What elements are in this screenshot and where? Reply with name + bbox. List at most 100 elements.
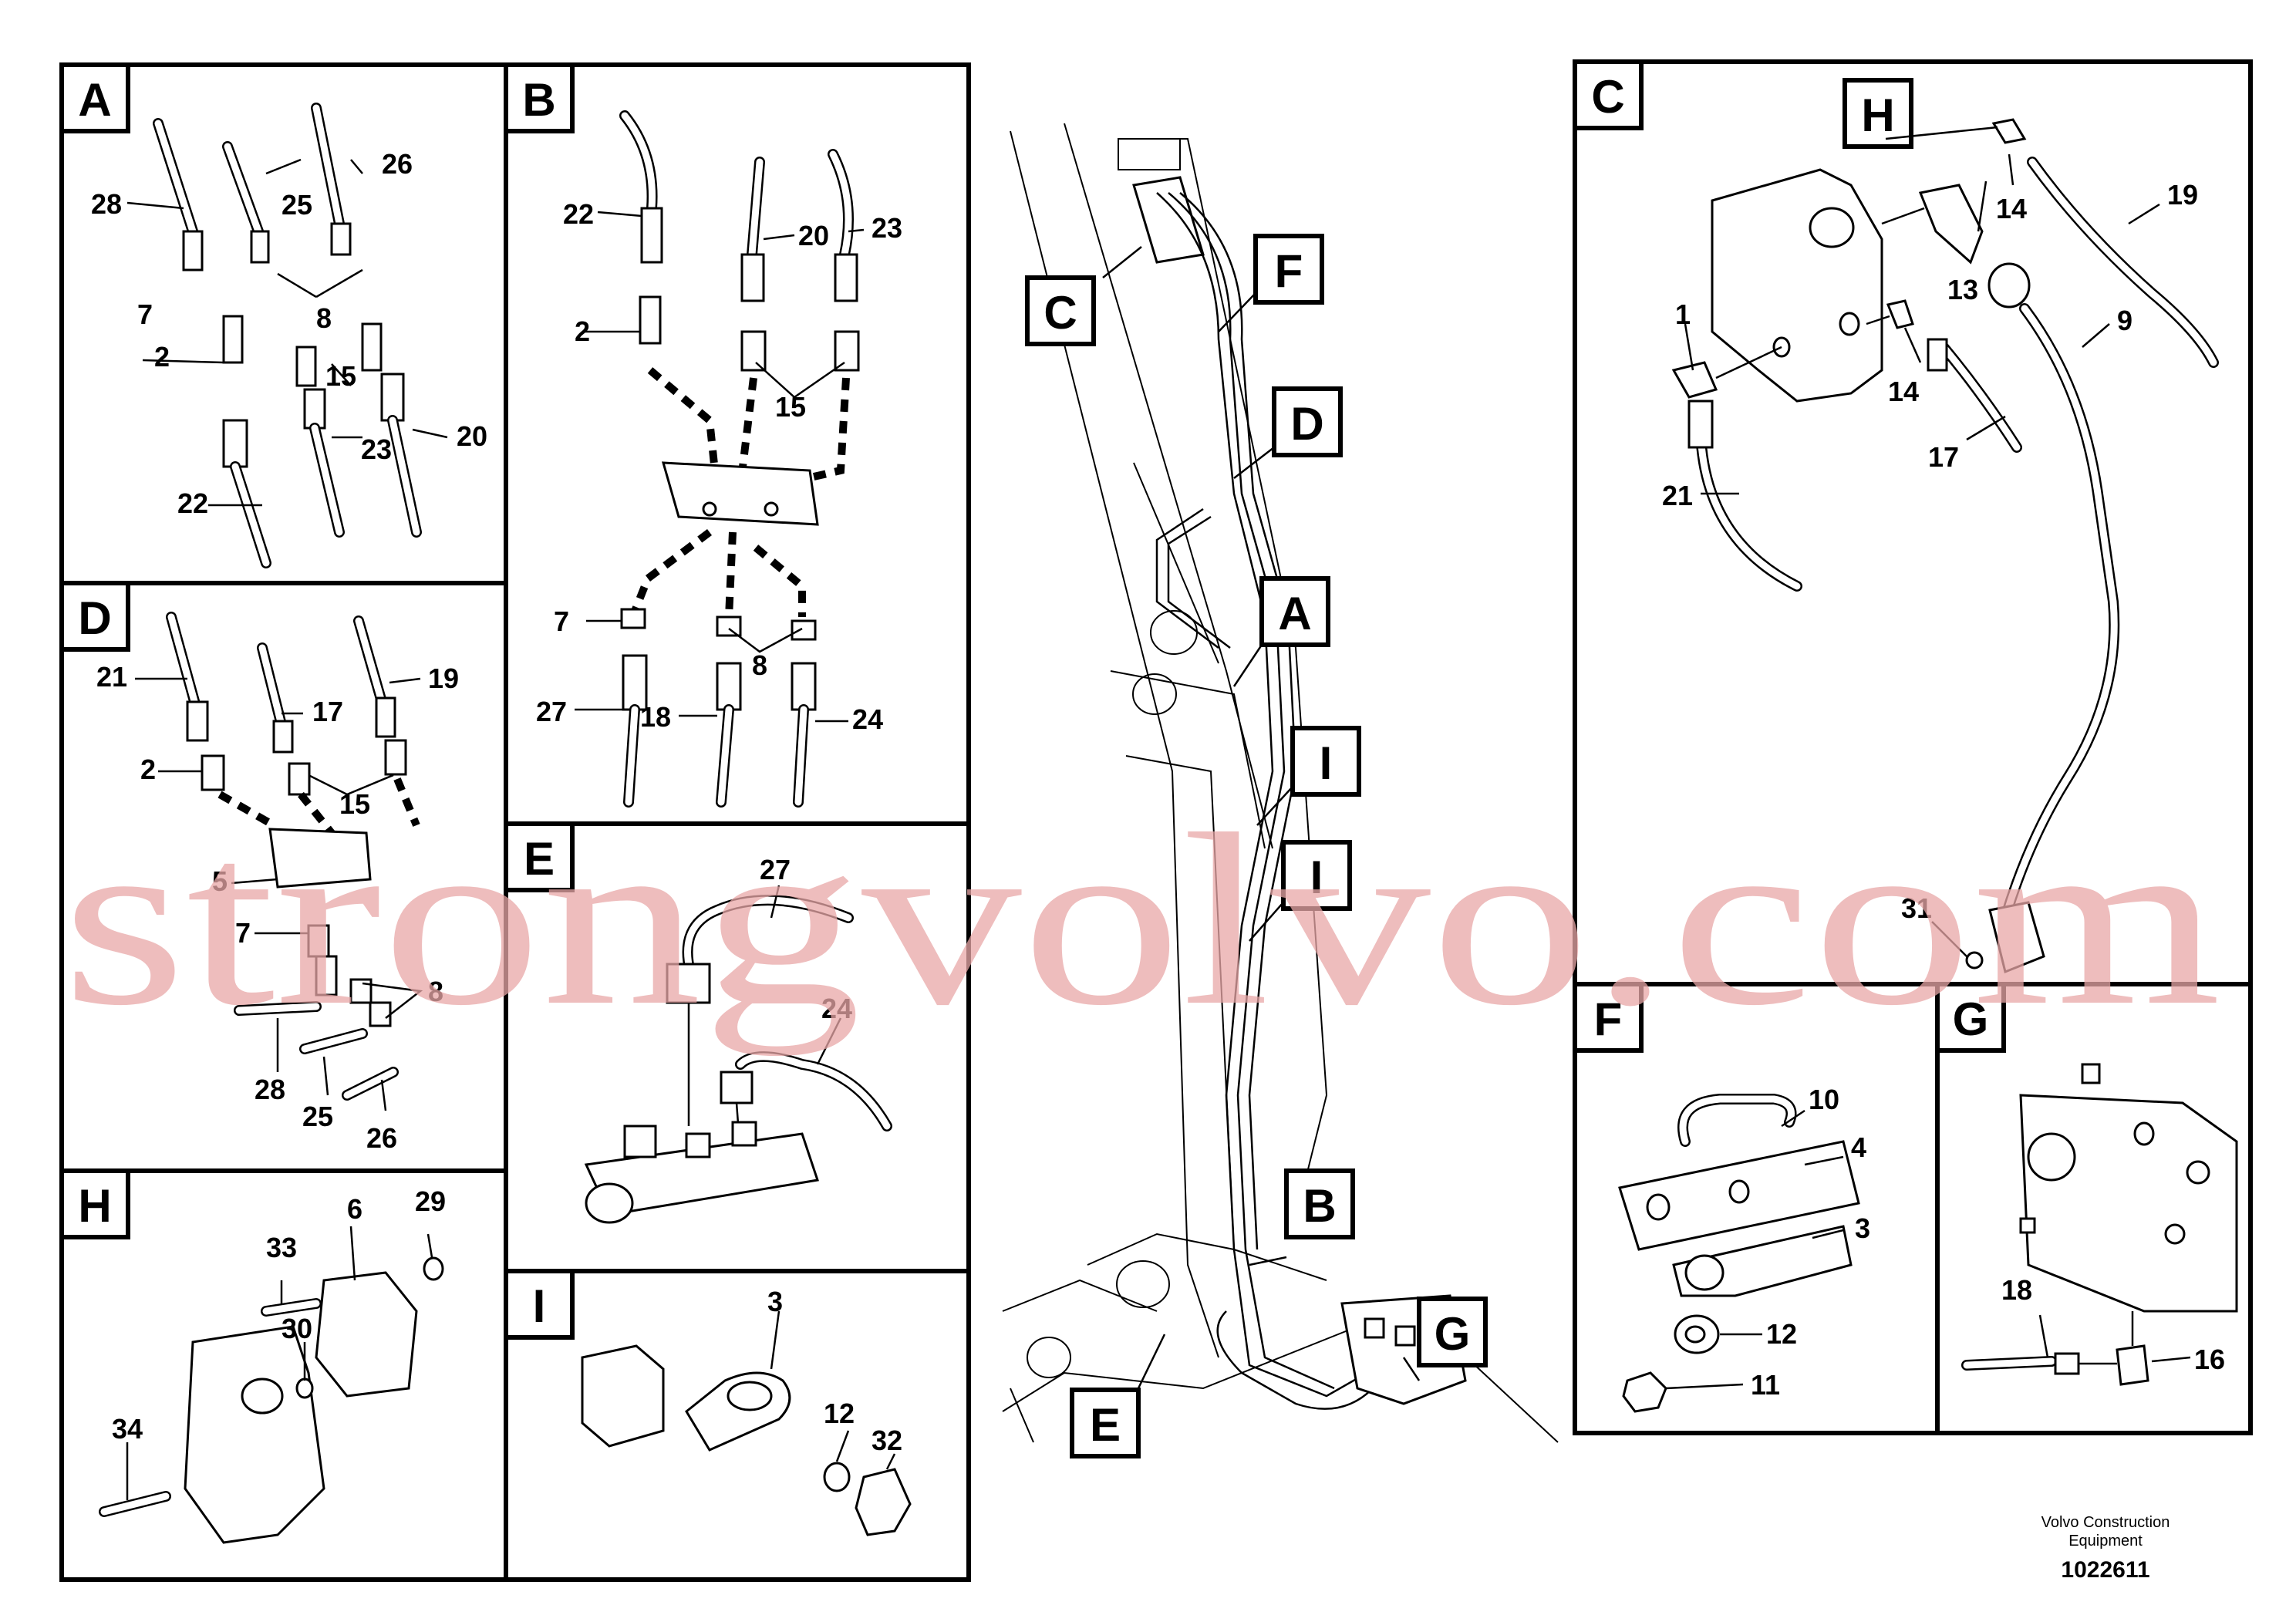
callout-f-letter: F (1275, 245, 1303, 297)
panel-c-tag (1573, 59, 1644, 130)
panel-i: I 3 12 32 (504, 1269, 971, 1582)
label-c-13: 13 (1947, 274, 1978, 305)
callout-i-upper (1290, 726, 1361, 797)
label-d-2: 2 (140, 754, 156, 785)
panel-h: H 6 29 33 30 34 (59, 1168, 508, 1582)
label-a-15: 15 (325, 360, 356, 392)
callout-f (1253, 234, 1324, 305)
panel-c-letter: C (1591, 71, 1624, 123)
callout-d-letter: D (1290, 398, 1323, 450)
panel-b-letter: B (522, 74, 555, 126)
panel-b: B 22 20 (504, 62, 971, 826)
label-c-14a: 14 (1996, 193, 2027, 224)
panel-c-h-tag (1843, 78, 1913, 149)
label-b-23: 23 (872, 212, 902, 244)
label-a-23: 23 (361, 433, 392, 465)
label-d-26: 26 (366, 1122, 397, 1154)
label-d-5: 5 (212, 865, 228, 897)
panel-i-frame (504, 1269, 971, 1582)
label-f-11: 11 (1751, 1369, 1780, 1401)
callout-b (1284, 1168, 1355, 1239)
panel-h-tag (59, 1168, 130, 1239)
label-g-16: 16 (2194, 1344, 2225, 1375)
label-d-7: 7 (235, 917, 251, 949)
label-i-3: 3 (767, 1286, 783, 1317)
label-h-30: 30 (282, 1313, 312, 1344)
callout-c-letter: C (1043, 287, 1077, 339)
panel-c-h-letter: H (1861, 89, 1894, 141)
callout-g (1417, 1297, 1488, 1367)
label-d-28: 28 (255, 1074, 285, 1105)
label-a-2: 2 (154, 341, 170, 373)
callout-i-upper-letter: I (1320, 737, 1333, 789)
label-c-9: 9 (2117, 305, 2132, 336)
label-f-10: 10 (1809, 1084, 1839, 1115)
panel-g-frame (1935, 982, 2253, 1435)
callout-e-letter: E (1090, 1399, 1121, 1451)
label-a-25: 25 (282, 189, 312, 221)
label-f-4: 4 (1851, 1131, 1866, 1163)
label-b-20: 20 (798, 220, 829, 251)
label-g-18: 18 (2001, 1274, 2032, 1306)
callout-i-lower-letter: I (1310, 851, 1323, 903)
panel-i-tag (504, 1269, 575, 1340)
callout-g-letter: G (1435, 1308, 1471, 1360)
panel-e-letter: E (524, 833, 555, 885)
panel-f: F 10 4 3 12 11 (1573, 982, 1940, 1435)
footer-drawing-number: 1022611 (2061, 1557, 2149, 1583)
watermark-text: strongvolvo.com (62, 784, 2221, 1057)
panel-f-tag (1573, 982, 1644, 1053)
label-c-19: 19 (2167, 179, 2198, 211)
panel-d: D 21 17 19 2 15 5 (59, 581, 508, 1173)
panel-a-frame (59, 62, 508, 585)
panel-a-letter: A (78, 74, 111, 126)
label-d-21: 21 (96, 661, 127, 693)
panel-d-tag (59, 581, 130, 652)
panel-e-tag (504, 821, 575, 892)
label-a-8: 8 (316, 302, 332, 334)
label-b-7: 7 (554, 605, 569, 637)
label-h-33: 33 (266, 1232, 297, 1263)
callout-a-letter: A (1278, 588, 1311, 639)
label-b-8: 8 (752, 649, 767, 681)
label-b-24: 24 (852, 703, 883, 735)
label-b-27: 27 (536, 696, 567, 727)
panel-b-tag (504, 62, 575, 133)
label-a-7: 7 (137, 298, 153, 330)
label-a-26: 26 (382, 148, 413, 180)
label-a-22: 22 (177, 487, 208, 519)
label-b-15: 15 (775, 391, 806, 423)
panel-c: C H 14 19 13 1 1 (1573, 59, 2253, 986)
callout-i-lower (1281, 840, 1352, 911)
label-c-17: 17 (1928, 441, 1959, 473)
label-i-12: 12 (824, 1398, 855, 1429)
label-d-19: 19 (428, 663, 459, 694)
panel-g-letter: G (1953, 993, 1989, 1045)
label-c-21: 21 (1662, 480, 1693, 511)
label-e-24: 24 (821, 993, 852, 1024)
panel-d-letter: D (78, 592, 111, 644)
label-d-15: 15 (339, 788, 370, 820)
callout-e (1070, 1388, 1141, 1458)
label-f-12: 12 (1766, 1318, 1797, 1350)
panel-g-tag (1935, 982, 2006, 1053)
panel-a: A 28 25 26 7 8 2 15 23 20 22 (59, 62, 508, 585)
panel-h-letter: H (78, 1180, 111, 1232)
callout-a (1259, 576, 1330, 647)
label-h-34: 34 (112, 1413, 143, 1445)
boom-callouts: C F D A I I B G E (1025, 234, 1488, 1458)
label-b-2: 2 (575, 315, 590, 347)
label-c-1: 1 (1675, 298, 1691, 330)
label-d-17: 17 (312, 696, 343, 727)
label-a-28: 28 (91, 188, 122, 220)
label-b-22: 22 (563, 198, 594, 230)
label-f-3: 3 (1855, 1212, 1870, 1244)
label-b-18: 18 (640, 701, 671, 733)
callout-c (1025, 275, 1096, 346)
callout-d (1272, 386, 1343, 457)
footer-brand-line2: Equipment (2068, 1533, 2143, 1549)
panel-g: G 18 16 (1935, 982, 2253, 1435)
label-d-25: 25 (302, 1101, 333, 1132)
